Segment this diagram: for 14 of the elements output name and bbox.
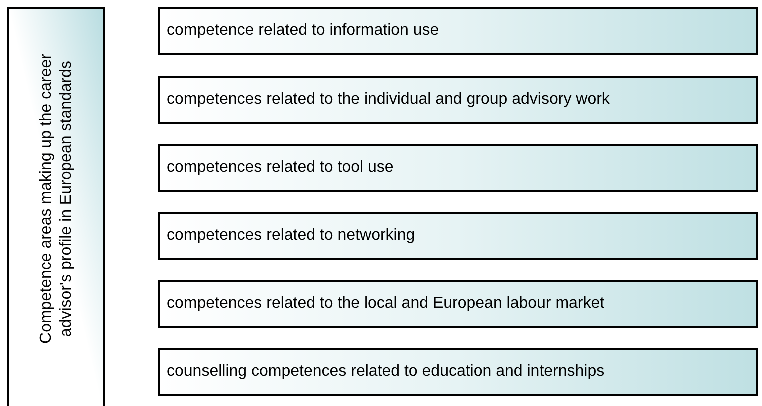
category-label: Competence areas making up the career advisor's profile in European standards	[37, 53, 76, 346]
competence-box	[158, 76, 758, 124]
competence-box	[158, 280, 758, 328]
competence-box	[158, 144, 758, 192]
category-box	[7, 7, 105, 406]
competence-label: competences related to networking	[167, 226, 416, 246]
competence-label: competence related to information use	[167, 21, 440, 41]
competence-label: counselling competences related to education and internships	[167, 362, 605, 382]
competence-box	[158, 348, 758, 396]
competence-box	[158, 7, 758, 55]
competence-label: competences related to the individual and group advisory work	[167, 90, 610, 110]
competence-label: competences related to the local and European labour market	[167, 294, 605, 314]
competence-label: competences related to tool use	[167, 158, 394, 178]
competence-box	[158, 212, 758, 260]
